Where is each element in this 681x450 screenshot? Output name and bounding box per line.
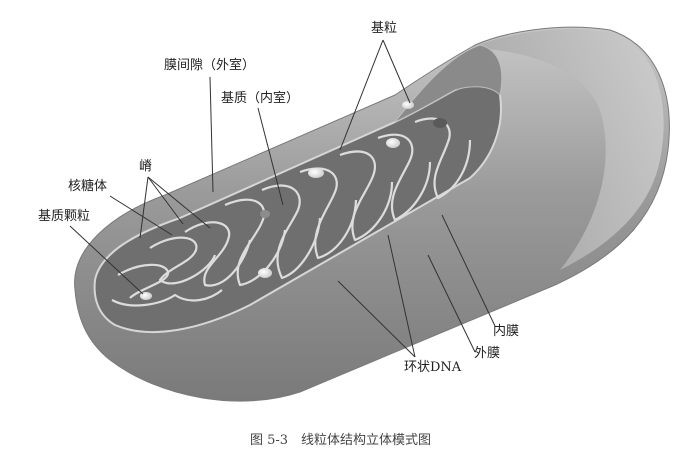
ribosomes: [140, 101, 447, 300]
label-matrix: 基质（内室）: [221, 91, 300, 106]
cristae-folds: [111, 117, 472, 307]
label-outer-membrane: 外膜: [474, 346, 501, 361]
figure-caption: 图 5-3 线粒体结构立体模式图: [249, 433, 432, 448]
leader-lines: [69, 39, 496, 358]
label-intermembrane-space: 膜间隙（外室）: [164, 58, 256, 73]
label-cristae: 嵴: [139, 159, 153, 174]
label-circular-dna: 环状DNA: [404, 360, 462, 375]
label-matrix-granule: 基质颗粒: [38, 209, 91, 224]
label-ribosome: 核糖体: [68, 179, 108, 194]
label-inner-membrane: 内膜: [493, 324, 520, 339]
label-ribosome-particle: 基粒: [371, 21, 398, 36]
